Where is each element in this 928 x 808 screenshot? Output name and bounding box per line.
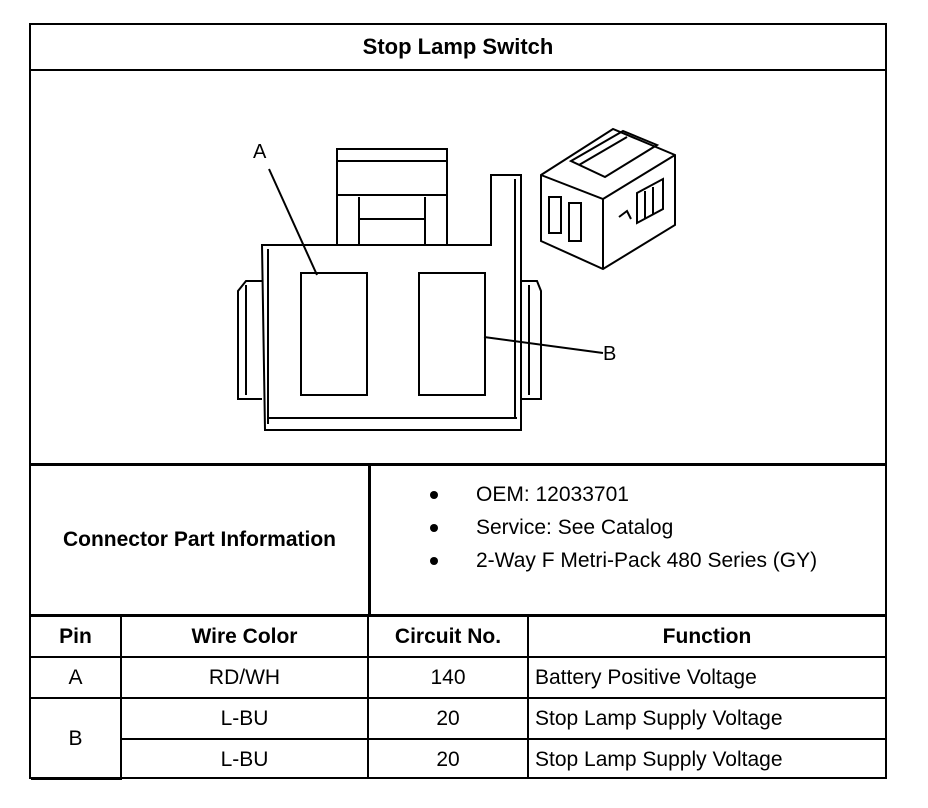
cell-function: Stop Lamp Supply Voltage [527,738,885,779]
bullet-icon [430,491,438,499]
connector-diagram-frame: Stop Lamp Switch [29,23,887,780]
connector-info-label: Connector Part Information [31,466,371,614]
cell-circuit: 20 [367,738,529,779]
connector-info-item: Service: See Catalog [371,511,817,544]
connector-info-type: 2-Way F Metri-Pack 480 Series (GY) [476,549,818,572]
table-row: A RD/WH 140 Battery Positive Voltage [31,656,885,699]
header-pin: Pin [31,617,122,658]
connector-info-oem: OEM: 12033701 [476,483,629,506]
connector-info-row: Connector Part Information OEM: 12033701… [31,466,885,617]
cavity-b [418,272,486,396]
header-circuit: Circuit No. [367,617,529,658]
cell-circuit: 140 [367,656,529,699]
leader-line-b [483,336,604,354]
connector-body [260,174,522,431]
cell-function: Battery Positive Voltage [527,656,885,699]
table-row: B L-BU 20 Stop Lamp Supply Voltage [31,697,885,780]
connector-illustration [237,127,676,431]
connector-info-list: OEM: 12033701 Service: See Catalog 2-Way… [371,478,817,577]
cell-pin: A [31,656,122,699]
connector-drawing: A B [31,69,885,466]
diagram-title: Stop Lamp Switch [31,25,885,71]
cell-pin: B [31,697,122,780]
bullet-icon [430,557,438,565]
right-tab [521,280,542,400]
connector-info-service: Service: See Catalog [476,516,674,539]
cavity-a [300,272,368,396]
cell-function: Stop Lamp Supply Voltage [527,697,885,740]
header-function: Function [527,617,885,658]
cell-circuit: 20 [367,697,529,740]
pin-table-header: Pin Wire Color Circuit No. Function [31,617,885,658]
connector-iso-view [540,127,676,271]
table-row: L-BU 20 Stop Lamp Supply Voltage [31,738,885,779]
pin-b-callout: B [603,343,617,365]
header-wire-color: Wire Color [120,617,369,658]
cell-wire-color: L-BU [120,697,369,740]
left-tab [237,280,262,400]
pin-a-callout: A [253,141,267,163]
leader-line-a [268,168,318,276]
cell-wire-color: RD/WH [120,656,369,699]
cell-wire-color: L-BU [121,738,369,779]
connector-info-item: OEM: 12033701 [371,478,817,511]
bullet-icon [430,524,438,532]
connector-info-item: 2-Way F Metri-Pack 480 Series (GY) [371,544,817,577]
connector-latch [336,148,448,246]
pin-table: Pin Wire Color Circuit No. Function A RD… [31,617,885,780]
